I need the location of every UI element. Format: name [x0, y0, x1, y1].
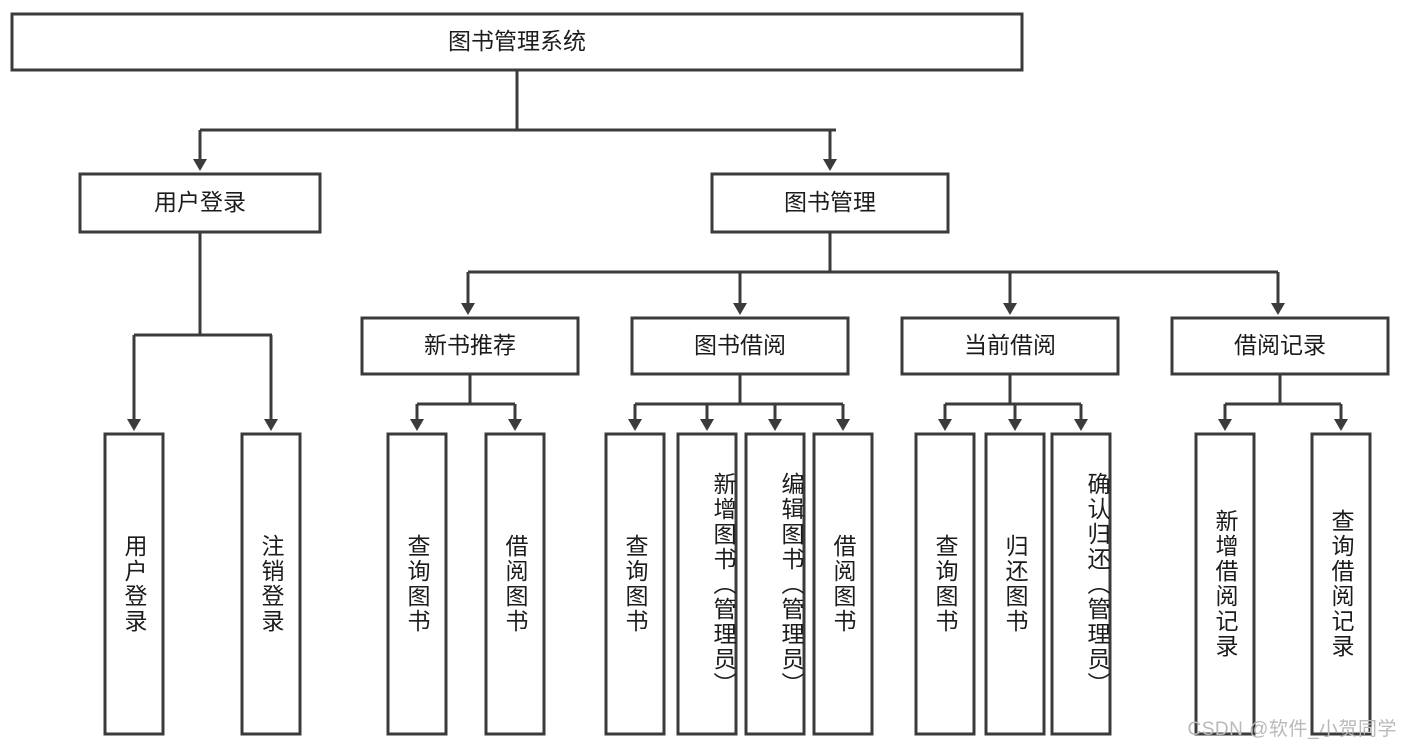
leaf-box[interactable] [1310, 432, 1372, 736]
node-current-borrow-label: 当前借阅 [964, 332, 1056, 358]
node-root[interactable] [10, 12, 1024, 72]
leaf-box[interactable] [984, 432, 1046, 736]
leaf-box[interactable] [240, 432, 302, 736]
leaf-box[interactable] [484, 432, 546, 736]
leaf-box[interactable] [103, 432, 165, 736]
leaf-box[interactable] [1050, 432, 1112, 736]
watermark-text: CSDN @软件_小贺同学 [1187, 719, 1397, 740]
leaf-box[interactable] [914, 432, 976, 736]
node-borrow-record-label: 借阅记录 [1234, 332, 1326, 358]
node-new-book-recommend[interactable] [360, 316, 580, 376]
node-book-management-label: 图书管理 [784, 189, 876, 215]
connector-bookmgmt-to-level3 [461, 232, 1285, 315]
leaf-box[interactable] [604, 432, 666, 736]
connector-currentborrow-to-leaves [938, 374, 1088, 431]
node-user-login-label: 用户登录 [154, 189, 246, 215]
leaf-box[interactable] [676, 432, 738, 736]
node-root-label: 图书管理系统 [448, 28, 586, 54]
connector-root-to-level2 [193, 70, 837, 171]
connector-bookborrow-to-leaves [628, 374, 850, 431]
connector-newbook-to-leaves [410, 374, 522, 431]
connector-userlogin-to-leaves [127, 232, 278, 431]
node-new-book-recommend-label: 新书推荐 [424, 332, 516, 358]
leaf-box[interactable] [1194, 432, 1256, 736]
leaf-box[interactable] [386, 432, 448, 736]
leaf-box[interactable] [744, 432, 806, 736]
leaf-box-group [103, 432, 1372, 736]
node-current-borrow[interactable] [900, 316, 1120, 376]
node-user-login[interactable] [78, 172, 322, 234]
leaf-box[interactable] [812, 432, 874, 736]
connector-borrowrecord-to-leaves [1218, 374, 1348, 431]
node-book-borrow-label: 图书借阅 [694, 332, 786, 358]
